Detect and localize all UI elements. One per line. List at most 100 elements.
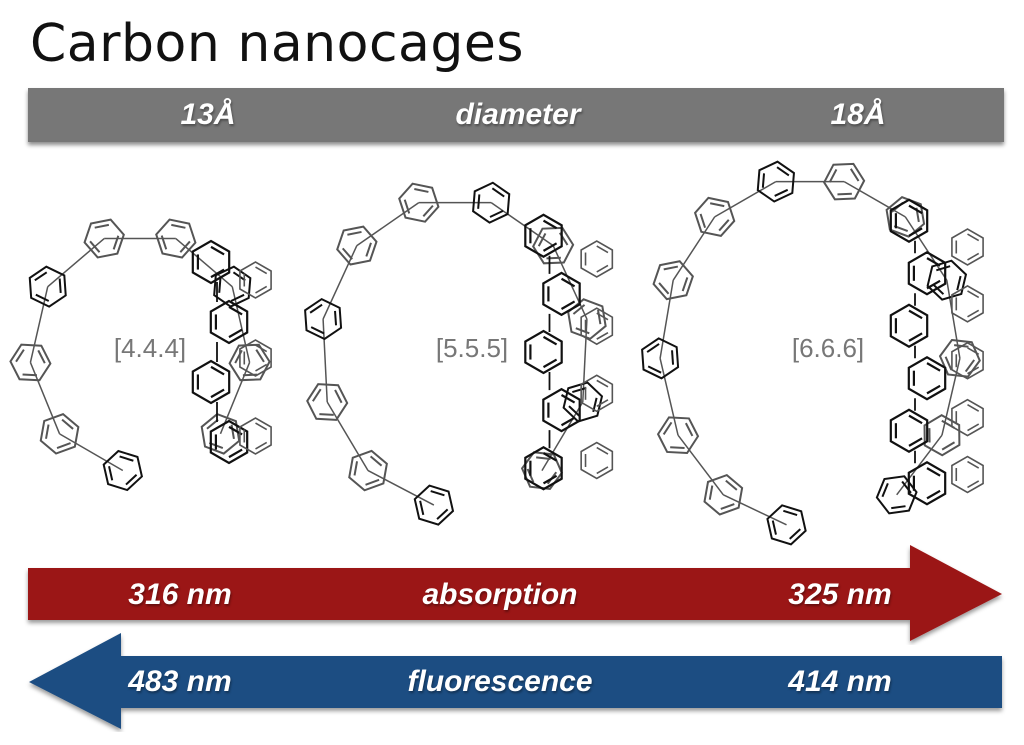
double-bond: [334, 389, 343, 404]
double-bond: [560, 394, 576, 404]
benzene-ring: [580, 441, 614, 480]
benzene-ring: [542, 387, 581, 433]
double-bond: [403, 199, 411, 214]
double-bond: [112, 235, 120, 250]
benzene-ring: [228, 343, 271, 382]
double-bond: [967, 460, 980, 469]
benzene-ring: [580, 240, 614, 278]
double-bond: [210, 268, 225, 279]
benzene-ring: [532, 226, 575, 265]
single-bond: [47, 237, 105, 288]
double-bond: [926, 279, 941, 290]
benzene-ring: [524, 213, 563, 259]
double-bond: [568, 405, 581, 417]
double-bond: [596, 264, 609, 273]
single-bond: [677, 434, 724, 496]
double-bond: [670, 446, 685, 450]
double-bond: [967, 290, 980, 299]
double-bond: [311, 388, 322, 402]
double-bond: [125, 474, 138, 486]
double-bond: [108, 466, 114, 481]
double-bond: [228, 448, 243, 459]
double-bond: [671, 350, 675, 365]
double-bond: [572, 304, 586, 315]
double-bond: [967, 252, 980, 261]
benzene-ring: [656, 416, 700, 455]
single-bond: [722, 494, 787, 526]
double-bond: [234, 349, 243, 364]
double-bond: [419, 500, 425, 516]
double-bond: [941, 441, 956, 451]
single-bond: [904, 216, 948, 281]
double-bond: [542, 474, 558, 485]
double-bond: [967, 233, 980, 242]
single-bond: [326, 401, 369, 471]
double-bond: [771, 520, 777, 535]
benzene-ring: [951, 455, 984, 494]
benzene-ring: [83, 218, 125, 259]
double-bond: [575, 327, 590, 335]
absorption-max-label: 325 nm: [788, 578, 892, 611]
benzene-ring: [524, 329, 563, 375]
benzene-ring: [889, 303, 929, 349]
double-bond: [964, 359, 976, 373]
benzene-ring: [703, 473, 744, 516]
double-bond: [908, 332, 923, 342]
double-bond: [542, 219, 558, 230]
double-bond: [926, 467, 941, 477]
single-bond: [714, 180, 777, 218]
double-bond: [491, 187, 505, 198]
benzene-ring: [209, 299, 249, 345]
single-bond: [672, 216, 716, 281]
single-bond: [490, 202, 554, 247]
benzene-ring: [889, 408, 929, 454]
double-bond: [908, 414, 923, 425]
double-bond: [596, 466, 609, 475]
double-bond: [718, 219, 730, 232]
benzene-ring: [766, 504, 807, 546]
benzene-ring: [580, 307, 614, 346]
double-bond: [309, 303, 323, 314]
benzene-ring: [951, 228, 984, 266]
double-bond: [596, 446, 609, 455]
benzene-ring: [155, 218, 197, 259]
absorption-axis-label: absorption: [422, 578, 578, 611]
benzene-ring: [306, 383, 349, 421]
benzene-ring: [822, 162, 866, 201]
double-bond: [572, 387, 587, 394]
diameter-max-label: 18Å: [830, 98, 886, 131]
double-bond: [94, 223, 110, 229]
double-bond: [542, 358, 558, 369]
benzene-ring: [209, 419, 249, 465]
single-bond: [896, 434, 943, 496]
benzene-ring: [239, 417, 272, 455]
fluorescence-max-label: 483 nm: [128, 665, 232, 698]
double-bond: [597, 309, 602, 325]
double-bond: [210, 365, 225, 376]
benzene-ring: [191, 359, 231, 405]
double-bond: [334, 310, 338, 326]
double-bond: [255, 363, 268, 372]
cage-label-6-6-6: [6.6.6]: [792, 333, 864, 363]
diameter-axis-label: diameter: [455, 98, 581, 131]
double-bond: [709, 202, 725, 208]
double-bond: [536, 456, 551, 460]
benzene-ring: [413, 484, 455, 526]
double-bond: [353, 461, 359, 476]
double-bond: [255, 266, 268, 275]
benzene-ring: [907, 460, 947, 506]
absorption-arrow: [28, 545, 1002, 641]
benzene-ring: [889, 198, 929, 244]
double-bond: [967, 480, 980, 489]
double-bond: [477, 194, 481, 209]
benzene-ring: [938, 338, 981, 378]
cage-label-4-4-4: [4.4.4]: [114, 333, 186, 363]
double-bond: [542, 335, 558, 346]
single-bond: [59, 433, 124, 472]
double-bond: [542, 452, 558, 462]
double-bond: [967, 423, 980, 432]
single-bond: [659, 358, 679, 436]
benzene-ring: [348, 449, 388, 492]
absorption-min-label: 316 nm: [128, 578, 232, 611]
benzene-ring: [580, 374, 614, 413]
